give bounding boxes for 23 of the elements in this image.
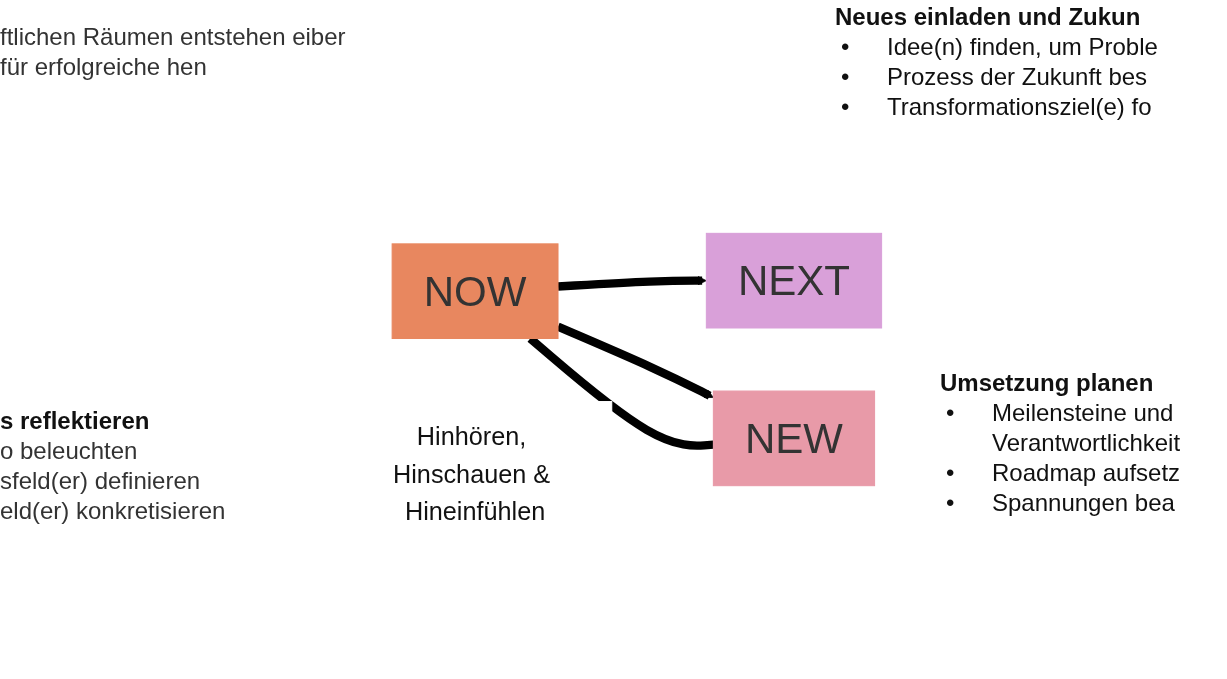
text-line: o beleuchten (0, 436, 139, 466)
text-line: eld(er) konkretisieren (0, 496, 227, 526)
node-text: Hinhören, Hinschauen & Hineinfühlen (393, 421, 551, 526)
bullet: • (840, 32, 851, 62)
bullet: • (945, 398, 956, 428)
bullet: • (840, 62, 851, 92)
text-line: sfeld(er) definieren (0, 466, 202, 496)
bullet-text: Roadmap aufsetz (992, 458, 1181, 488)
bullet-text: Transformationsziel(e) fo (887, 92, 1152, 122)
bullet-text: Meilensteine und Verantwortlichkeit (992, 398, 1182, 458)
node-box: NEXT (705, 232, 883, 329)
section-heading: s reflektieren (0, 406, 151, 436)
node-box: NEW (712, 390, 876, 487)
bullet: • (945, 458, 956, 488)
bullet-text: Prozess der Zukunft bes (887, 62, 1148, 92)
bullet-text: Spannungen bea (992, 488, 1175, 518)
section-heading: Neues einladen und Zukun (835, 2, 1142, 32)
section-heading: Umsetzung planen (940, 368, 1155, 398)
bullet: • (945, 488, 956, 518)
bullet: • (840, 92, 851, 122)
text-line: ftlichen Räumen entstehen eiber für erfolgreiche hen (0, 22, 347, 82)
node-box: NOW (391, 243, 559, 339)
bullet-text: Idee(n) finden, um Proble (887, 32, 1158, 62)
